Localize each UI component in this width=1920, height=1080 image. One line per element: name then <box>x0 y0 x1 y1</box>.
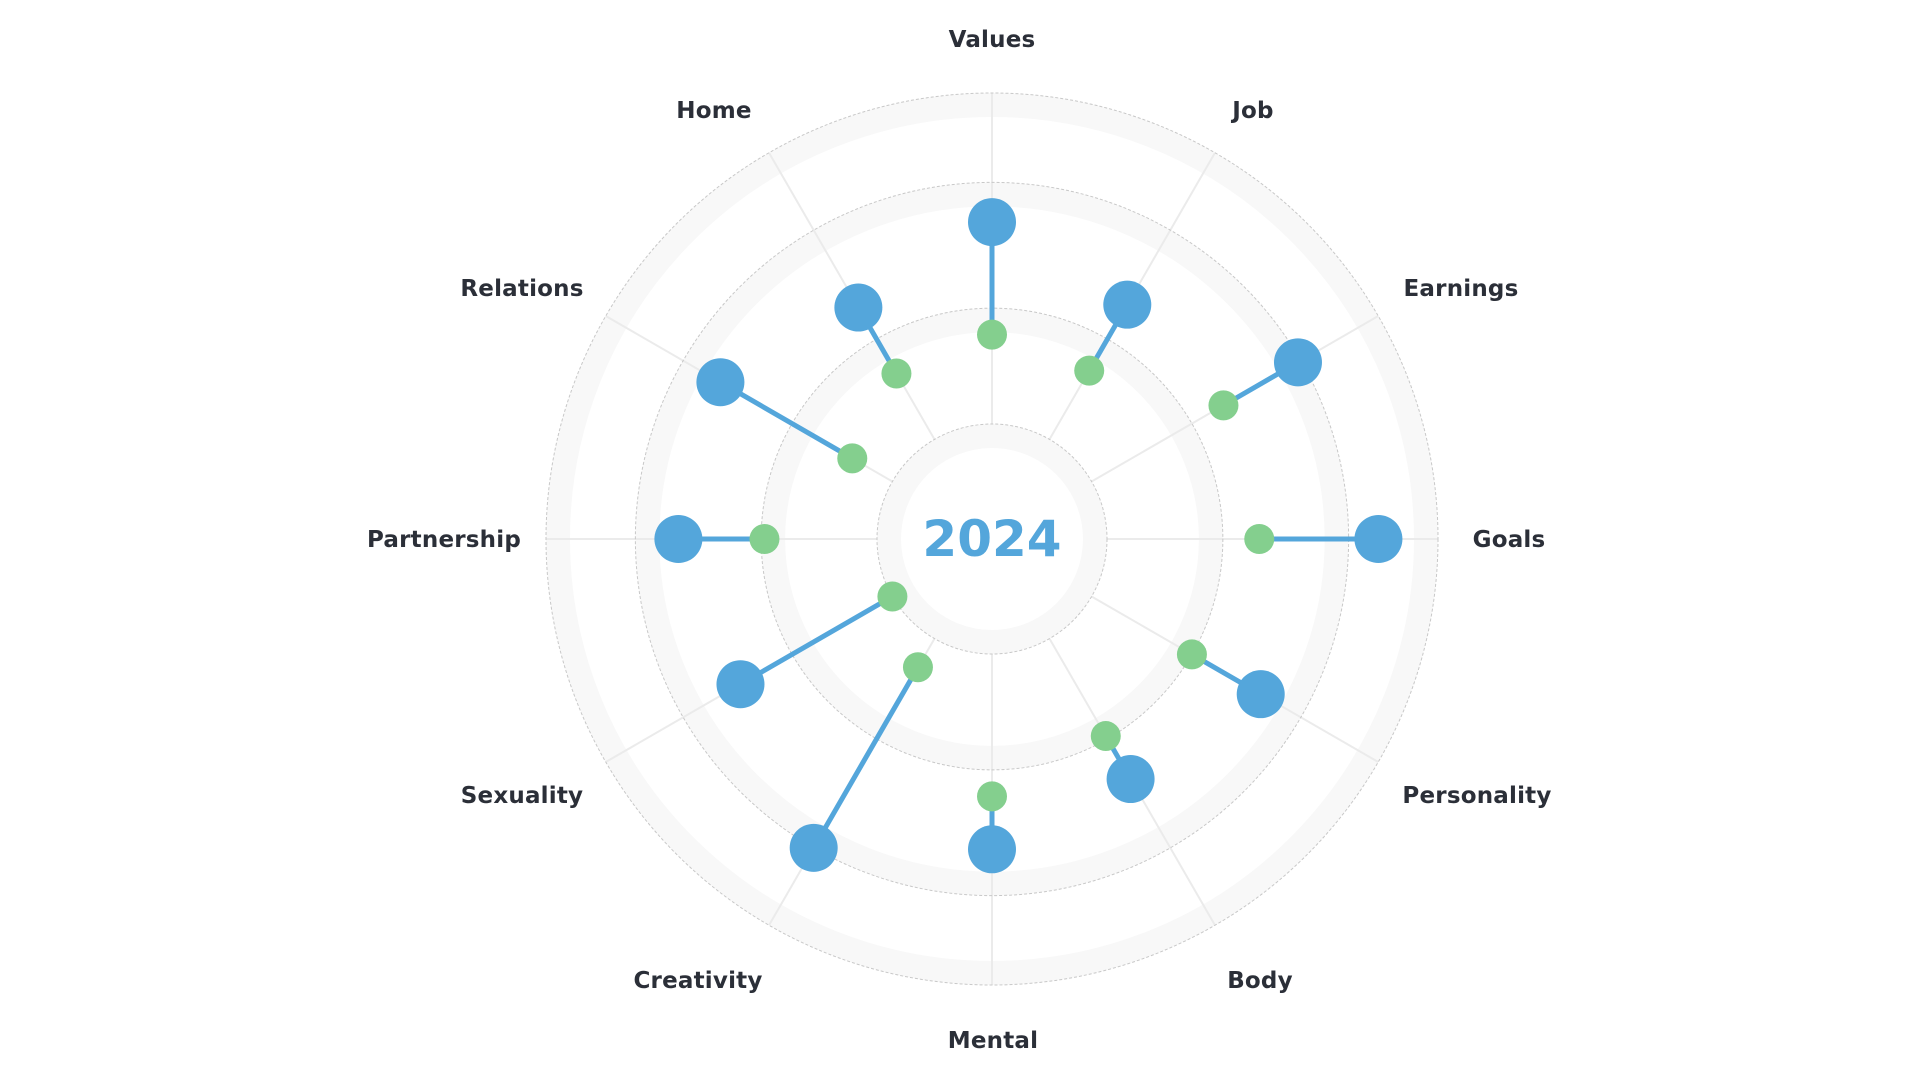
target-value-dot[interactable] <box>716 660 765 709</box>
current-value-dot[interactable] <box>881 358 912 389</box>
target-value-dot[interactable] <box>1273 338 1322 387</box>
connector-line <box>739 594 894 687</box>
current-value-dot[interactable] <box>837 443 868 474</box>
ring-band <box>877 424 1107 654</box>
axis-label-job: Job <box>1230 98 1273 124</box>
target-value-dot[interactable] <box>696 358 745 407</box>
axis-label-sexuality: Sexuality <box>461 783 583 809</box>
axis-label-home: Home <box>676 98 751 124</box>
target-value-dot[interactable] <box>1106 755 1155 804</box>
target-value-dot[interactable] <box>834 283 883 332</box>
axis-label-personality: Personality <box>1402 783 1551 809</box>
current-value-dot[interactable] <box>1244 524 1275 554</box>
axis-label-partnership: Partnership <box>367 527 521 553</box>
axis-label-goals: Goals <box>1473 527 1546 553</box>
axis-label-creativity: Creativity <box>633 968 762 994</box>
ring-line <box>876 423 1108 655</box>
axis-label-relations: Relations <box>460 276 583 302</box>
current-value-dot[interactable] <box>749 524 780 554</box>
axis-label-earnings: Earnings <box>1404 276 1519 302</box>
current-value-dot[interactable] <box>1208 390 1239 421</box>
current-value-dot[interactable] <box>877 581 908 612</box>
target-value-dot[interactable] <box>1354 515 1403 563</box>
current-value-dot[interactable] <box>1176 639 1207 670</box>
target-value-dot[interactable] <box>1103 280 1152 329</box>
axis-label-body: Body <box>1227 968 1293 994</box>
current-value-dot[interactable] <box>1074 355 1105 386</box>
target-value-dot[interactable] <box>789 823 838 872</box>
axis-labels: ValuesJobEarningsGoalsPersonalityBodyMen… <box>367 27 1551 1054</box>
axis-label-mental: Mental <box>948 1028 1038 1054</box>
connector-line <box>719 380 854 461</box>
target-value-dot[interactable] <box>968 825 1016 874</box>
ring-line <box>545 92 1439 986</box>
target-value-dot[interactable] <box>654 515 703 563</box>
current-value-dot[interactable] <box>902 652 933 683</box>
target-value-dot[interactable] <box>1236 670 1285 719</box>
data-points <box>654 198 1403 874</box>
target-value-dot[interactable] <box>968 198 1016 247</box>
current-value-dot[interactable] <box>1090 721 1121 752</box>
current-value-dot[interactable] <box>977 319 1007 350</box>
current-value-dot[interactable] <box>977 781 1007 812</box>
center-year-label: 2024 <box>922 510 1061 568</box>
connector-line <box>811 666 921 850</box>
axis-label-values: Values <box>949 27 1036 53</box>
